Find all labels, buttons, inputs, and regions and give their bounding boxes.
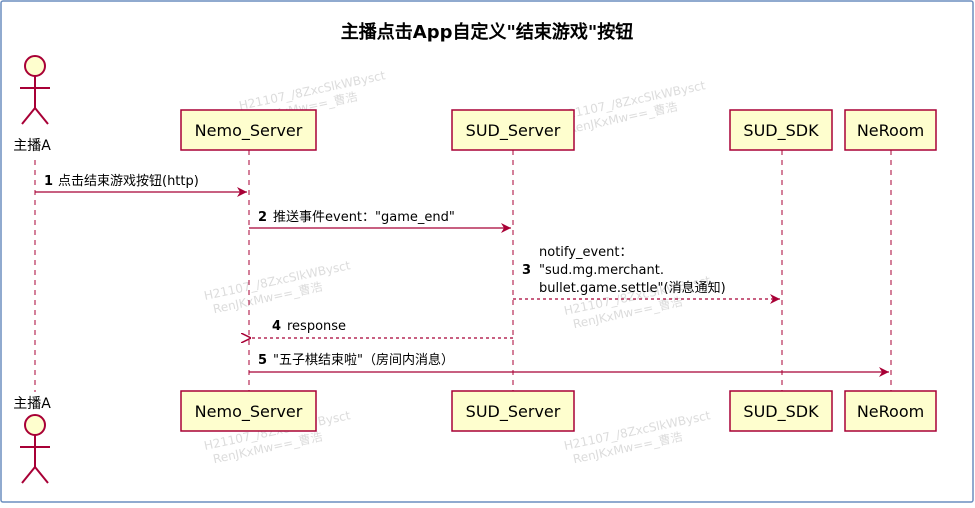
- message-3: 3 notify_event： "sud.mg.merchant. bullet…: [513, 245, 780, 304]
- message-1: 1 点击结束游戏按钮(http): [35, 174, 247, 197]
- participant-label-neroom: NeRoom: [857, 402, 924, 421]
- lifelines: [34, 150, 892, 392]
- message-number: 5: [258, 353, 267, 368]
- participant-box-sud-server: [451, 390, 575, 432]
- message-text-line-2: "sud.mg.merchant.: [539, 263, 664, 278]
- participant-box-nemo: [180, 109, 317, 151]
- message-text: "五子棋结束啦"（房间内消息）: [273, 352, 454, 368]
- message-number: 3: [522, 263, 531, 278]
- message-text: 推送事件event："game_end": [273, 210, 455, 225]
- actor-top: [20, 55, 50, 125]
- participants-top: Nemo_Server SUD_Server SUD_SDK NeRoom: [180, 109, 937, 151]
- message-2: 2 推送事件event："game_end": [249, 210, 511, 233]
- participant-label-nemo: Nemo_Server: [195, 402, 303, 422]
- participants-bottom: Nemo_Server SUD_Server SUD_SDK NeRoom: [180, 390, 937, 432]
- message-5: 5 "五子棋结束啦"（房间内消息）: [249, 352, 889, 377]
- participant-label-sud-sdk: SUD_SDK: [743, 121, 819, 141]
- participant-box-sud-server: [451, 109, 575, 151]
- participant-label-neroom: NeRoom: [857, 121, 924, 140]
- message-number: 2: [258, 210, 267, 225]
- participant-box-sud-sdk: [729, 109, 833, 151]
- participant-box-neroom: [844, 109, 937, 151]
- participant-box-nemo: [180, 390, 317, 432]
- participant-box-sud-sdk: [729, 390, 833, 432]
- participant-box-neroom: [844, 390, 937, 432]
- message-text: response: [287, 319, 346, 334]
- actor-head-icon: [24, 55, 46, 77]
- message-text-line-3: bullet.game.settle"(消息通知): [539, 280, 726, 296]
- message-text: 点击结束游戏按钮(http): [58, 174, 199, 189]
- actor-bottom-label: 主播A: [13, 396, 51, 412]
- message-number: 4: [272, 319, 281, 334]
- message-text-line-1: notify_event：: [539, 245, 632, 260]
- participant-label-sud-server: SUD_Server: [466, 402, 561, 422]
- actor-bottom: [20, 414, 50, 484]
- message-4: 4 response: [251, 319, 513, 338]
- participant-label-sud-server: SUD_Server: [466, 121, 561, 141]
- diagram-title: 主播点击App自定义"结束游戏"按钮: [341, 21, 633, 43]
- actor-head-icon: [24, 414, 46, 436]
- participant-label-nemo: Nemo_Server: [195, 121, 303, 141]
- participant-label-sud-sdk: SUD_SDK: [743, 402, 819, 422]
- actor-top-label: 主播A: [13, 138, 51, 154]
- message-number: 1: [44, 174, 53, 189]
